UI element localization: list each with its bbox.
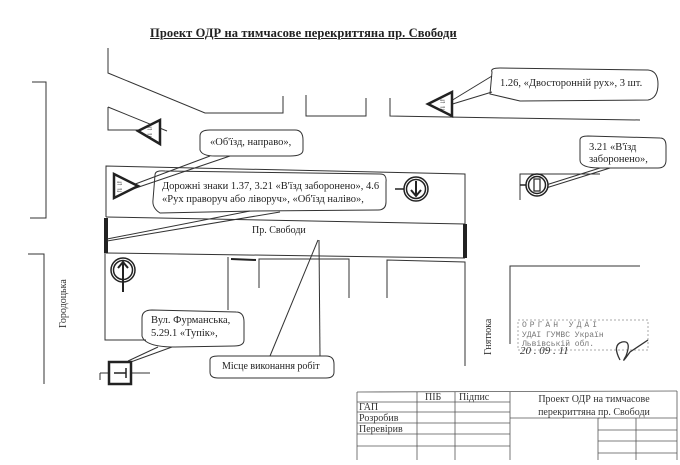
callout-two-way: [489, 67, 659, 102]
main-street-top-line: [105, 216, 466, 225]
dead-end-sign: [99, 360, 150, 386]
block-top-mid: [305, 95, 367, 117]
page-title: Проект ОДР на тимчасове перекриттяна пр.…: [150, 26, 457, 40]
svg-text:⇄: ⇄: [440, 106, 445, 112]
main-street-upper-edge: [105, 165, 466, 224]
street-label-main: Пр. Свободи: [252, 225, 306, 236]
callout-furmanska-line2: 5.29.1 «Тупік»,: [151, 328, 218, 339]
title-block-header-signature: Підпис: [459, 392, 490, 403]
two-way-sign-right: ⇆ ⇄: [425, 89, 454, 119]
block-right-lower: [509, 265, 640, 344]
block-top-right: [389, 98, 641, 121]
block-bottom-right: [386, 259, 466, 366]
title-block-row-developed: Розробив: [359, 413, 399, 424]
stamp-line2: УДАІ ГУМВС Україн: [522, 331, 604, 340]
callout-detour-right-text: «Об'їзд, направо»,: [210, 137, 292, 148]
left-street-edge-bottom: [28, 253, 45, 384]
svg-text:⇆: ⇆: [440, 99, 445, 105]
signature: [615, 339, 649, 361]
main-street-bottom-line: [105, 252, 466, 259]
callout-no-entry-line2: заборонено»,: [589, 154, 648, 165]
block-left-wedge: [107, 107, 148, 131]
svg-text:⇄: ⇄: [147, 133, 152, 139]
callout-furmanska-line1: Вул. Фурманська,: [151, 315, 231, 326]
two-way-sign-main: ⇆ ⇄: [112, 171, 141, 201]
callout-work-site-text: Місце виконання робіт: [222, 361, 320, 372]
callout-no-entry: [579, 135, 667, 169]
callout-road-signs-line2: «Рух праворуч або ліворуч», «Об'їзд налі…: [162, 194, 364, 205]
block-bottom-mid: [258, 258, 350, 298]
callout-work-site: [209, 355, 335, 379]
street-label-left: Городоцька: [58, 279, 69, 328]
no-entry-sign: [520, 173, 549, 197]
title-block-header-name: ПІБ: [425, 392, 442, 403]
svg-text:⇄: ⇄: [117, 188, 122, 194]
stamp-line1: ОРГАН УДАІ: [522, 321, 601, 330]
stamp-line3: Львівській обл.: [522, 340, 595, 349]
block-right-upper: [519, 173, 600, 200]
arrow-down-sign: [395, 176, 429, 202]
callout-two-way-text: 1.26, «Двосторонній рух», 3 шт.: [500, 78, 643, 89]
two-way-sign-left: ⇆ ⇄: [135, 117, 162, 147]
stamp-date: 20 . 09 . 11: [520, 345, 569, 357]
callout-furmanska: [141, 309, 245, 348]
title-block-row-checked: Перевірив: [359, 424, 403, 435]
svg-text:⇆: ⇆: [117, 181, 122, 187]
callout-no-entry-line1: 3.21 «В'їзд: [589, 142, 637, 153]
callout-road-signs: [152, 170, 387, 214]
title-block-grid: [356, 390, 678, 460]
arrow-up-sign: [110, 257, 136, 292]
callout-road-signs-line1: Дорожні знаки 1.37, 3.21 «В'їзд забороне…: [162, 181, 380, 192]
title-block-row-gap: ГАП: [359, 402, 379, 413]
callout-detour-right: [199, 129, 304, 157]
block-bottom-left: [104, 253, 146, 341]
block-top-left: [107, 48, 284, 114]
approval-stamp-box: [517, 319, 649, 351]
title-block-project: Проект ОДР на тимчасове перекриттяна пр.…: [538, 394, 650, 418]
work-zone-mark: [230, 258, 257, 261]
street-label-right: Гнятюка: [483, 318, 494, 355]
svg-text:⇆: ⇆: [147, 126, 152, 132]
left-street-edge-top: [30, 81, 47, 219]
